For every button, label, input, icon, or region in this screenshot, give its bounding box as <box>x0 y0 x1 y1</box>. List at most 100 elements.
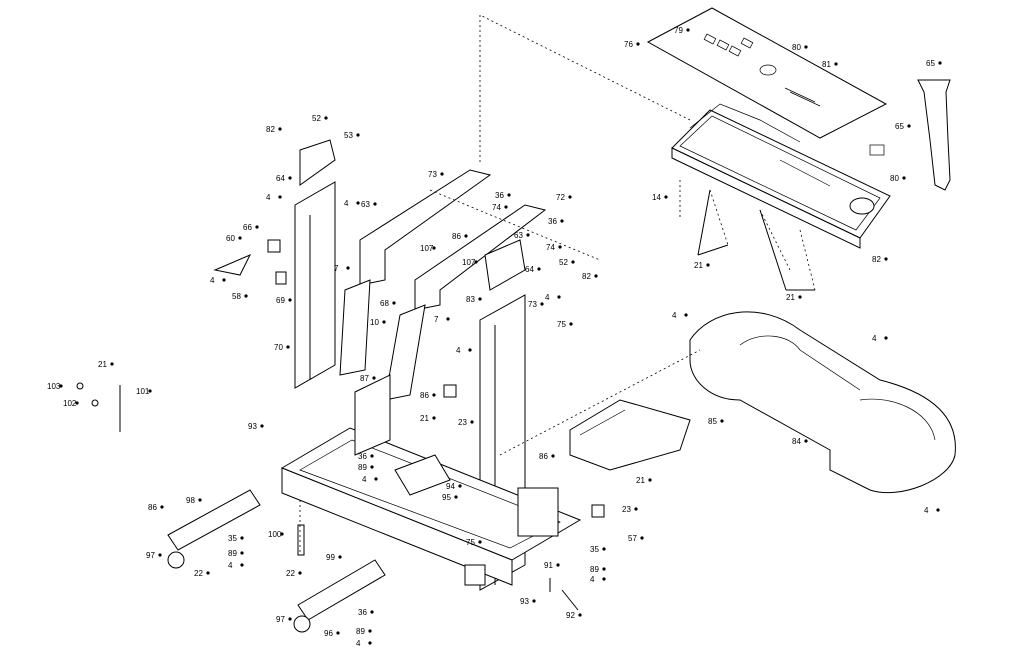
callout-leader-dot <box>464 234 468 238</box>
handrail-end-caps <box>213 139 526 291</box>
callout-leader-dot <box>938 61 942 65</box>
callout-label: 75 <box>466 538 475 547</box>
callout-leader-dot <box>370 454 374 458</box>
callout-leader-dot <box>240 536 244 540</box>
callout-label: 36 <box>495 191 504 200</box>
callout-leader-dot <box>902 176 906 180</box>
callout-leader-dot <box>160 505 164 509</box>
upright-handrails <box>339 169 547 401</box>
rear-wheel-assembly <box>293 559 386 633</box>
callout-leader-dot <box>804 439 808 443</box>
callout-leader-dot <box>798 295 802 299</box>
callout-leader-dot <box>470 420 474 424</box>
callout-label: 35 <box>590 545 599 554</box>
callout-leader-dot <box>446 317 450 321</box>
crossbar-and-brackets <box>394 384 605 537</box>
callout-leader-dot <box>373 202 377 206</box>
callout-label: 35 <box>228 534 237 543</box>
callout-label: 83 <box>466 295 475 304</box>
callout-label: 79 <box>674 26 683 35</box>
callout-label: 7 <box>434 315 439 324</box>
callout-leader-dot <box>240 563 244 567</box>
callout-label: 4 <box>545 293 550 302</box>
callout-leader-dot <box>286 345 290 349</box>
callout-leader-dot <box>686 28 690 32</box>
callout-leader-dot <box>478 540 482 544</box>
callout-label: 103 <box>47 382 61 391</box>
callout-label: 99 <box>326 553 335 562</box>
callout-label: 4 <box>924 506 929 515</box>
callout-label: 100 <box>268 530 282 539</box>
callout-label: 4 <box>344 199 349 208</box>
callout-label: 89 <box>356 627 365 636</box>
callout-leader-dot <box>288 298 292 302</box>
callout-label: 95 <box>442 493 451 502</box>
callout-label: 101 <box>136 387 150 396</box>
callout-label: 73 <box>528 300 537 309</box>
callout-label: 21 <box>694 261 703 270</box>
callout-leader-dot <box>602 577 606 581</box>
callout-label: 89 <box>228 549 237 558</box>
callout-label: 7 <box>334 264 339 273</box>
callout-label: 86 <box>539 452 548 461</box>
callout-label: 36 <box>358 608 367 617</box>
callout-leader-dot <box>324 116 328 120</box>
callout-label: 87 <box>360 374 369 383</box>
callout-leader-dot <box>356 201 360 205</box>
callout-leader-dot <box>59 384 63 388</box>
callout-label: 80 <box>890 174 899 183</box>
motor-hood-85 <box>569 399 691 471</box>
callout-label: 97 <box>146 551 155 560</box>
callout-label: 21 <box>636 476 645 485</box>
callout-label: 64 <box>276 174 285 183</box>
callout-leader-dot <box>884 257 888 261</box>
callout-leader-dot <box>244 294 248 298</box>
callout-label: 4 <box>228 561 233 570</box>
callout-label: 65 <box>926 59 935 68</box>
callout-label: 102 <box>63 399 77 408</box>
callout-leader-dot <box>569 322 573 326</box>
callout-label: 63 <box>514 231 523 240</box>
callout-leader-dot <box>526 233 530 237</box>
callout-label: 65 <box>895 122 904 131</box>
callout-label: 81 <box>822 60 831 69</box>
callout-leader-dot <box>278 195 282 199</box>
callout-leader-dot <box>382 320 386 324</box>
callout-label: 52 <box>312 114 321 123</box>
callout-leader-dot <box>804 45 808 49</box>
callout-label: 96 <box>324 629 333 638</box>
callout-label: 36 <box>358 452 367 461</box>
callout-label: 89 <box>358 463 367 472</box>
callout-label: 4 <box>362 475 367 484</box>
callout-label: 92 <box>566 611 575 620</box>
callout-label: 107 <box>462 258 476 267</box>
callout-leader-dot <box>640 536 644 540</box>
callout-leader-dot <box>578 613 582 617</box>
callout-label: 93 <box>248 422 257 431</box>
callout-label: 52 <box>559 258 568 267</box>
callout-label: 107 <box>420 244 434 253</box>
callout-leader-dot <box>636 42 640 46</box>
callout-label: 76 <box>624 40 633 49</box>
callout-label: 89 <box>590 565 599 574</box>
callout-leader-dot <box>148 389 152 393</box>
callout-leader-dot <box>288 176 292 180</box>
callout-label: 4 <box>356 639 361 648</box>
callout-leader-dot <box>370 465 374 469</box>
callout-leader-dot <box>540 302 544 306</box>
callout-leader-dot <box>568 195 572 199</box>
callout-label: 86 <box>148 503 157 512</box>
callout-leader-dot <box>432 393 436 397</box>
callout-leader-dot <box>504 205 508 209</box>
callout-label: 82 <box>266 125 275 134</box>
callout-leader-dot <box>238 236 242 240</box>
callout-leader-dot <box>454 495 458 499</box>
callout-leader-dot <box>240 551 244 555</box>
callout-label: 72 <box>556 193 565 202</box>
callout-label: 4 <box>672 311 677 320</box>
callout-label: 57 <box>628 534 637 543</box>
callout-leader-dot <box>834 62 838 66</box>
callout-leader-dot <box>370 610 374 614</box>
callout-leader-dot <box>648 478 652 482</box>
